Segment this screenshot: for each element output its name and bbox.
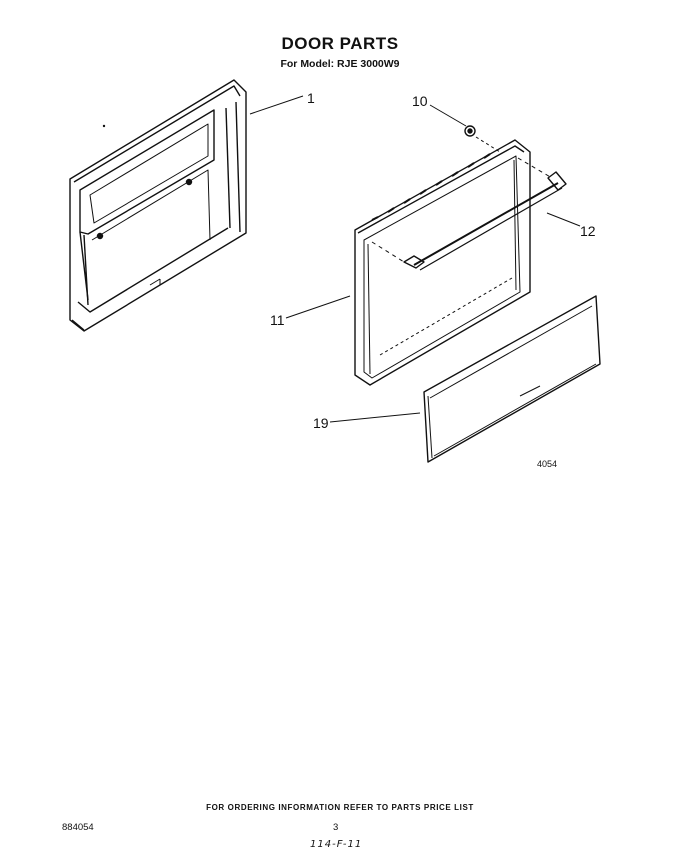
kick-panel-part: [423, 295, 601, 463]
callout-12-label: 12: [580, 223, 596, 239]
callout-19-label: 19: [313, 415, 329, 431]
door-handle-part: [371, 157, 567, 271]
document-number: 884054: [62, 822, 94, 833]
ordering-information-note: FOR ORDERING INFORMATION REFER TO PARTS …: [206, 803, 474, 812]
outer-door-frame-part: [354, 139, 531, 386]
callout-1-label: 1: [307, 90, 315, 106]
handwritten-note: 114-F-11: [310, 839, 363, 850]
callout-10-label: 10: [412, 93, 428, 109]
page-number: 3: [333, 822, 339, 833]
inner-door-panel-part: [69, 79, 247, 332]
model-subtitle: For Model: RJE 3000W9: [280, 58, 400, 70]
callout-11-label: 11: [270, 312, 285, 328]
screw-part: [464, 125, 501, 153]
leader-lines: [249, 95, 581, 423]
figure-number: 4054: [537, 459, 557, 469]
page-title: DOOR PARTS: [281, 34, 399, 53]
